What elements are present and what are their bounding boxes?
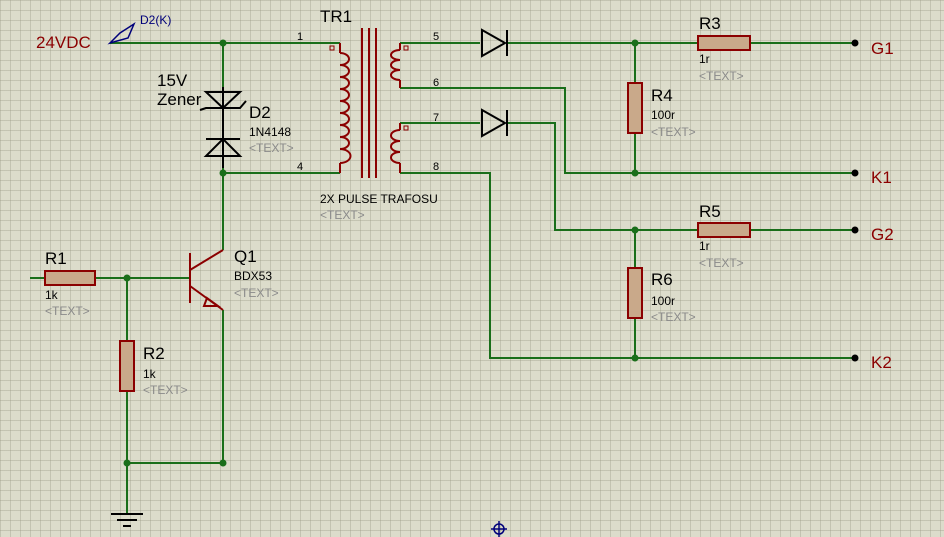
output-diode-bottom[interactable] [481, 108, 508, 138]
r1-placeholder: <TEXT> [45, 304, 90, 318]
r5-value: 1r [699, 239, 710, 253]
r1-value: 1k [45, 288, 59, 302]
tr1-value: 2X PULSE TRAFOSU [320, 192, 438, 206]
tr1-pin-1: 1 [297, 31, 303, 43]
tr1-pin-5: 5 [433, 31, 439, 43]
terminal-g2-label: G2 [871, 225, 894, 244]
ground-symbol [111, 513, 143, 527]
terminal-k1-label: K1 [871, 168, 892, 187]
resistor-r5[interactable]: R5 1r <TEXT> [697, 202, 751, 270]
q1-ref: Q1 [234, 247, 257, 266]
r6-value: 100r [651, 294, 675, 308]
terminal-g2[interactable]: G2 [851, 225, 894, 244]
resistor-r2[interactable]: R2 1k <TEXT> [119, 340, 188, 397]
probe-label: D2(K) [140, 13, 171, 27]
q1-value: BDX53 [234, 269, 272, 283]
tr1-placeholder: <TEXT> [320, 208, 365, 222]
r6-placeholder: <TEXT> [651, 310, 696, 324]
r6-ref: R6 [651, 270, 673, 289]
zener-note-line2: Zener [157, 90, 202, 109]
probe-icon [107, 22, 136, 45]
r4-placeholder: <TEXT> [651, 125, 696, 139]
r5-placeholder: <TEXT> [699, 256, 744, 270]
tr1-pin-8: 8 [433, 161, 439, 173]
d2-ref: D2 [249, 103, 271, 122]
r2-placeholder: <TEXT> [143, 383, 188, 397]
r4-ref: R4 [651, 86, 673, 105]
terminal-g1-label: G1 [871, 39, 894, 58]
r4-value: 100r [651, 108, 675, 122]
output-diode-top[interactable] [481, 28, 508, 58]
terminal-k1[interactable]: K1 [851, 168, 892, 187]
r2-ref: R2 [143, 344, 165, 363]
junction-dots [123, 39, 639, 467]
zener-diode[interactable]: 15V Zener [157, 71, 247, 120]
terminal-k2[interactable]: K2 [851, 353, 892, 372]
terminal-k2-label: K2 [871, 353, 892, 372]
d2-placeholder: <TEXT> [249, 141, 294, 155]
diode-d2[interactable]: D2 1N4148 <TEXT> [203, 103, 294, 168]
r1-ref: R1 [45, 249, 67, 268]
q1-placeholder: <TEXT> [234, 286, 279, 300]
origin-marker-icon [491, 521, 507, 537]
r3-value: 1r [699, 52, 710, 66]
transistor-q1[interactable]: Q1 BDX53 <TEXT> [189, 247, 279, 311]
r2-value: 1k [143, 367, 157, 381]
wires [30, 42, 855, 514]
resistor-r3[interactable]: R3 1r <TEXT> [697, 14, 751, 83]
transformer-tr1[interactable]: 1 4 5 6 7 8 TR1 2X PULSE TRAFOSU <TEXT> [297, 7, 439, 222]
voltage-probe[interactable]: D2(K) [107, 13, 171, 45]
r5-ref: R5 [699, 202, 721, 221]
r3-placeholder: <TEXT> [699, 69, 744, 83]
tr1-ref: TR1 [320, 7, 352, 26]
terminal-g1[interactable]: G1 [851, 39, 894, 58]
d2-value: 1N4148 [249, 125, 291, 139]
r3-ref: R3 [699, 14, 721, 33]
supply-label: 24VDC [36, 33, 91, 52]
tr1-pin-6: 6 [433, 77, 439, 89]
tr1-pin-7: 7 [433, 112, 439, 124]
zener-note-line1: 15V [157, 71, 188, 90]
resistor-r6[interactable]: R6 100r <TEXT> [627, 267, 696, 324]
tr1-pin-4: 4 [297, 161, 303, 173]
resistor-r4[interactable]: R4 100r <TEXT> [627, 82, 696, 139]
resistor-r1[interactable]: R1 1k <TEXT> [44, 249, 96, 318]
